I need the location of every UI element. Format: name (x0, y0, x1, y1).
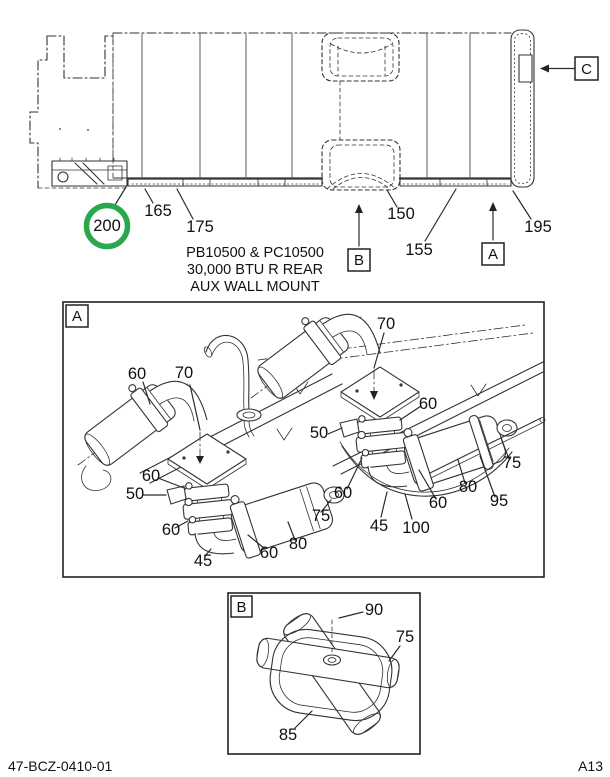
drain-hose (204, 334, 262, 438)
view-marker-a: A (481, 202, 505, 266)
main-diagram: 200 165 175 150 155 195 B A C (29, 29, 599, 295)
callout-75: 75 (396, 628, 414, 646)
callout-70: 70 (175, 364, 193, 382)
callout-60: 60 (142, 467, 160, 485)
callout-175: 175 (186, 218, 214, 236)
top-vent (321, 32, 400, 82)
callout-150: 150 (387, 205, 415, 223)
detail-b-label: B (236, 599, 246, 616)
marker-c-label: C (581, 61, 592, 78)
callout-70: 70 (377, 315, 395, 333)
detail-a-marker: A (65, 304, 89, 328)
left-arrow-icon (540, 64, 549, 73)
footer-page-code: A13 (578, 758, 603, 774)
callout-50: 50 (310, 424, 328, 442)
caption-line-2: 30,000 BTU R REAR (187, 262, 323, 278)
callout-80: 80 (289, 535, 307, 553)
unit-body (112, 32, 512, 179)
view-marker-c: C (540, 56, 599, 81)
callout-200: 200 (93, 217, 121, 235)
callout-60: 60 (162, 521, 180, 539)
callout-60: 60 (429, 494, 447, 512)
callout-155: 155 (405, 241, 433, 259)
strap-85 (269, 628, 393, 722)
highlight-circle (83, 202, 131, 250)
callout-165: 165 (144, 202, 172, 220)
model-caption: PB10500 & PC10500 30,000 BTU R REAR AUX … (186, 245, 324, 295)
callout-50: 50 (126, 485, 144, 503)
callout-80: 80 (459, 478, 477, 496)
mounting-rail (126, 177, 513, 187)
callout-90: 90 (365, 601, 383, 619)
retainer-band-95 (468, 414, 494, 471)
footer-document-number: 47-BCZ-0410-01 (8, 758, 112, 774)
callout-75: 75 (503, 454, 521, 472)
view-marker-b: B (347, 204, 371, 272)
detail-a-label: A (72, 308, 82, 325)
highlight-callout-200: 200 (83, 202, 131, 250)
callout-195: 195 (524, 218, 552, 236)
callout-75: 75 (312, 507, 330, 525)
end-cap-latch (518, 54, 533, 83)
end-cap (510, 29, 535, 188)
callout-45: 45 (194, 552, 212, 570)
caption-line-3: AUX WALL MOUNT (190, 279, 320, 295)
bottom-vent (321, 139, 401, 191)
mounting-bracket (51, 157, 128, 187)
marker-b-label: B (354, 252, 364, 269)
bolt-hole-90 (322, 617, 342, 666)
callout-60: 60 (334, 484, 352, 502)
marker-a-label: A (488, 246, 498, 263)
main-leader-lines (114, 186, 532, 242)
caption-line-1: PB10500 & PC10500 (186, 245, 324, 261)
detail-view-a: A (62, 301, 546, 578)
detail-b-leader-lines (294, 611, 401, 729)
callout-95: 95 (490, 492, 508, 510)
callout-45: 45 (370, 517, 388, 535)
detail-a-callouts: 60 70 60 50 60 45 60 80 75 70 60 50 60 4… (126, 315, 521, 570)
callout-60: 60 (128, 365, 146, 383)
channel-flange (276, 427, 293, 441)
callout-60: 60 (419, 395, 437, 413)
callout-100: 100 (402, 519, 430, 537)
down-arrow-icon (370, 391, 378, 400)
detail-b-marker: B (230, 595, 253, 618)
hose-stub (81, 465, 112, 492)
detail-a-leader-lines (142, 332, 510, 557)
channel-flange (470, 383, 487, 397)
detail-view-b: B 90 75 85 (227, 592, 421, 755)
up-arrow-icon (355, 204, 363, 213)
callout-85: 85 (279, 726, 297, 744)
up-arrow-icon (489, 202, 497, 211)
callout-60: 60 (260, 544, 278, 562)
down-arrow-icon (196, 456, 204, 464)
